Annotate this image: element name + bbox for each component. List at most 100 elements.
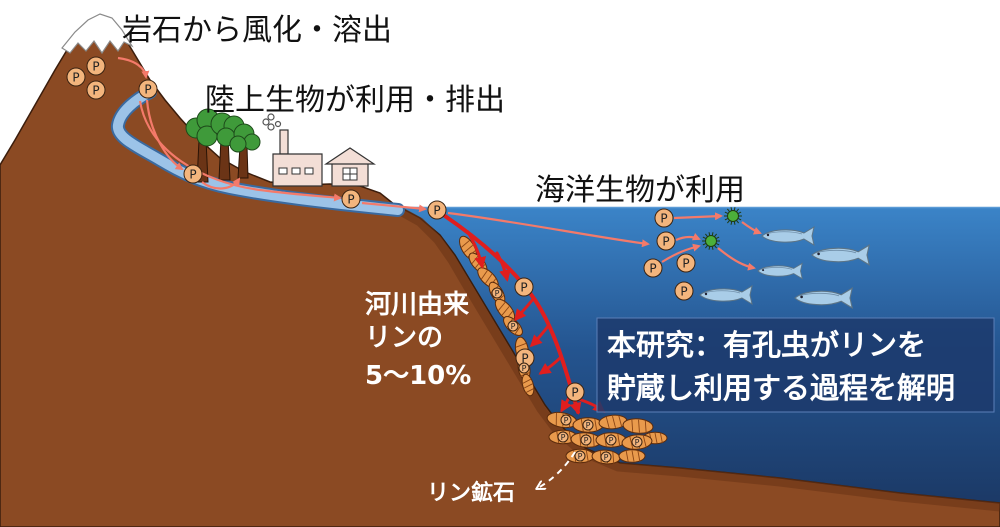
- research-box-line-1: 本研究：有孔虫がリンを: [607, 328, 926, 362]
- land-uptake-arrow: [201, 177, 241, 190]
- phosphorus-marker: P: [138, 79, 158, 99]
- river-origin-line-2: リンの: [365, 323, 443, 353]
- uptake-branch-arrow: [538, 356, 562, 375]
- snow-cap: [61, 13, 134, 55]
- uptake-branch-arrow: [495, 251, 511, 282]
- svg-text:P: P: [511, 322, 516, 331]
- phosphorus-marker: P: [86, 56, 106, 76]
- phosphorus-marker: P: [183, 164, 203, 184]
- land-biota-label: 陸上生物が利用・排出: [205, 83, 505, 118]
- coast-arrow: [361, 201, 427, 213]
- phosphorus-marker: P: [86, 80, 106, 100]
- phosphorus-marker: P: [600, 451, 612, 463]
- marine-biota-label: 海洋生物が利用: [535, 173, 745, 208]
- phosphorus-marker: P: [574, 450, 586, 462]
- svg-text:P: P: [189, 168, 196, 182]
- phosphorus-marker: P: [656, 231, 676, 251]
- transport-arrows: [117, 56, 762, 271]
- plankton-group: [702, 207, 742, 250]
- svg-text:P: P: [564, 416, 569, 425]
- svg-text:P: P: [571, 386, 578, 400]
- uptake-branch-arrow: [529, 323, 551, 348]
- ocean-uptake-arrow: [675, 232, 701, 242]
- research-box: 本研究：有孔虫がリンを 貯蔵し利用する過程を解明: [596, 317, 995, 413]
- phosphorus-marker: P: [654, 208, 674, 228]
- phosphorus-marker: P: [674, 281, 694, 301]
- phosphorus-marker: P: [518, 362, 530, 374]
- svg-text:P: P: [660, 212, 667, 226]
- phosphorus-marker: P: [491, 287, 503, 299]
- foraminifera: [618, 449, 646, 463]
- svg-text:P: P: [92, 60, 99, 74]
- svg-text:P: P: [586, 421, 591, 430]
- phosphorus-marker: P: [341, 189, 361, 209]
- fish: [757, 262, 803, 280]
- forest: [185, 108, 261, 183]
- svg-text:P: P: [635, 438, 640, 447]
- river-origin-line-3: 5〜10%: [365, 361, 471, 391]
- svg-text:P: P: [584, 436, 589, 445]
- svg-text:P: P: [609, 436, 614, 445]
- svg-text:P: P: [561, 433, 566, 442]
- svg-text:P: P: [522, 364, 527, 373]
- svg-text:P: P: [495, 289, 500, 298]
- phosphorus-marker: P: [605, 434, 617, 446]
- tree: [229, 123, 261, 179]
- fish: [794, 286, 854, 310]
- river-transport-arrow: [138, 100, 342, 202]
- svg-text:P: P: [72, 71, 79, 85]
- phosphate-rock-arrow: [538, 451, 576, 488]
- svg-text:P: P: [578, 452, 583, 461]
- fish: [761, 225, 815, 247]
- foraminifera: [598, 414, 628, 430]
- phosphorus-marker: P: [560, 414, 572, 426]
- plankton: [724, 207, 742, 225]
- phosphate-rock-label: リン鉱石: [427, 480, 515, 506]
- phosphorus-marker: P: [514, 277, 534, 297]
- food-chain-arrow: [741, 221, 762, 235]
- phosphorus-marker: P: [557, 431, 569, 443]
- phosphorus-marker: P: [676, 253, 696, 273]
- svg-text:P: P: [433, 204, 440, 218]
- ocean-uptake-arrow: [661, 243, 701, 263]
- food-chain-arrow: [717, 247, 756, 271]
- house: [324, 147, 376, 187]
- phosphorus-marker: P: [427, 200, 447, 220]
- uptake-branch-arrow: [514, 296, 536, 322]
- river-origin-line-1: 河川由来: [365, 290, 470, 320]
- svg-text:P: P: [682, 257, 689, 271]
- plankton: [702, 232, 720, 250]
- weathering-arrow: [117, 56, 150, 79]
- phosphorus-marker: P: [565, 382, 585, 402]
- fish: [811, 243, 871, 267]
- svg-text:P: P: [521, 352, 528, 366]
- svg-text:P: P: [92, 84, 99, 98]
- phosphorus-marker: P: [66, 67, 86, 87]
- phosphorus-marker: P: [582, 419, 594, 431]
- uptake-trunk-arrow: [443, 214, 582, 415]
- phosphorus-marker: P: [631, 436, 643, 448]
- river-origin-label: 河川由来 リンの 5〜10%: [365, 290, 471, 391]
- svg-text:P: P: [662, 235, 669, 249]
- foraminifera: [622, 418, 654, 434]
- ocean-transport-arrow: [447, 211, 650, 248]
- svg-text:P: P: [144, 83, 151, 97]
- research-box-line-2: 貯蔵し利用する過程を解明: [607, 371, 955, 405]
- svg-text:P: P: [520, 281, 527, 295]
- factory: [262, 113, 323, 187]
- foraminifera: [521, 373, 535, 397]
- uptake-branch-arrow: [466, 230, 487, 269]
- fish-group: [699, 225, 871, 310]
- svg-text:P: P: [649, 262, 656, 276]
- fish: [699, 284, 753, 306]
- smoke: [262, 113, 282, 131]
- svg-text:P: P: [347, 193, 354, 207]
- svg-text:P: P: [604, 453, 609, 462]
- phosphorus-marker: P: [643, 258, 663, 278]
- weathering-label: 岩石から風化・溶出: [122, 13, 392, 48]
- ocean-uptake-arrow: [673, 212, 723, 221]
- phosphorus-marker: P: [580, 434, 592, 446]
